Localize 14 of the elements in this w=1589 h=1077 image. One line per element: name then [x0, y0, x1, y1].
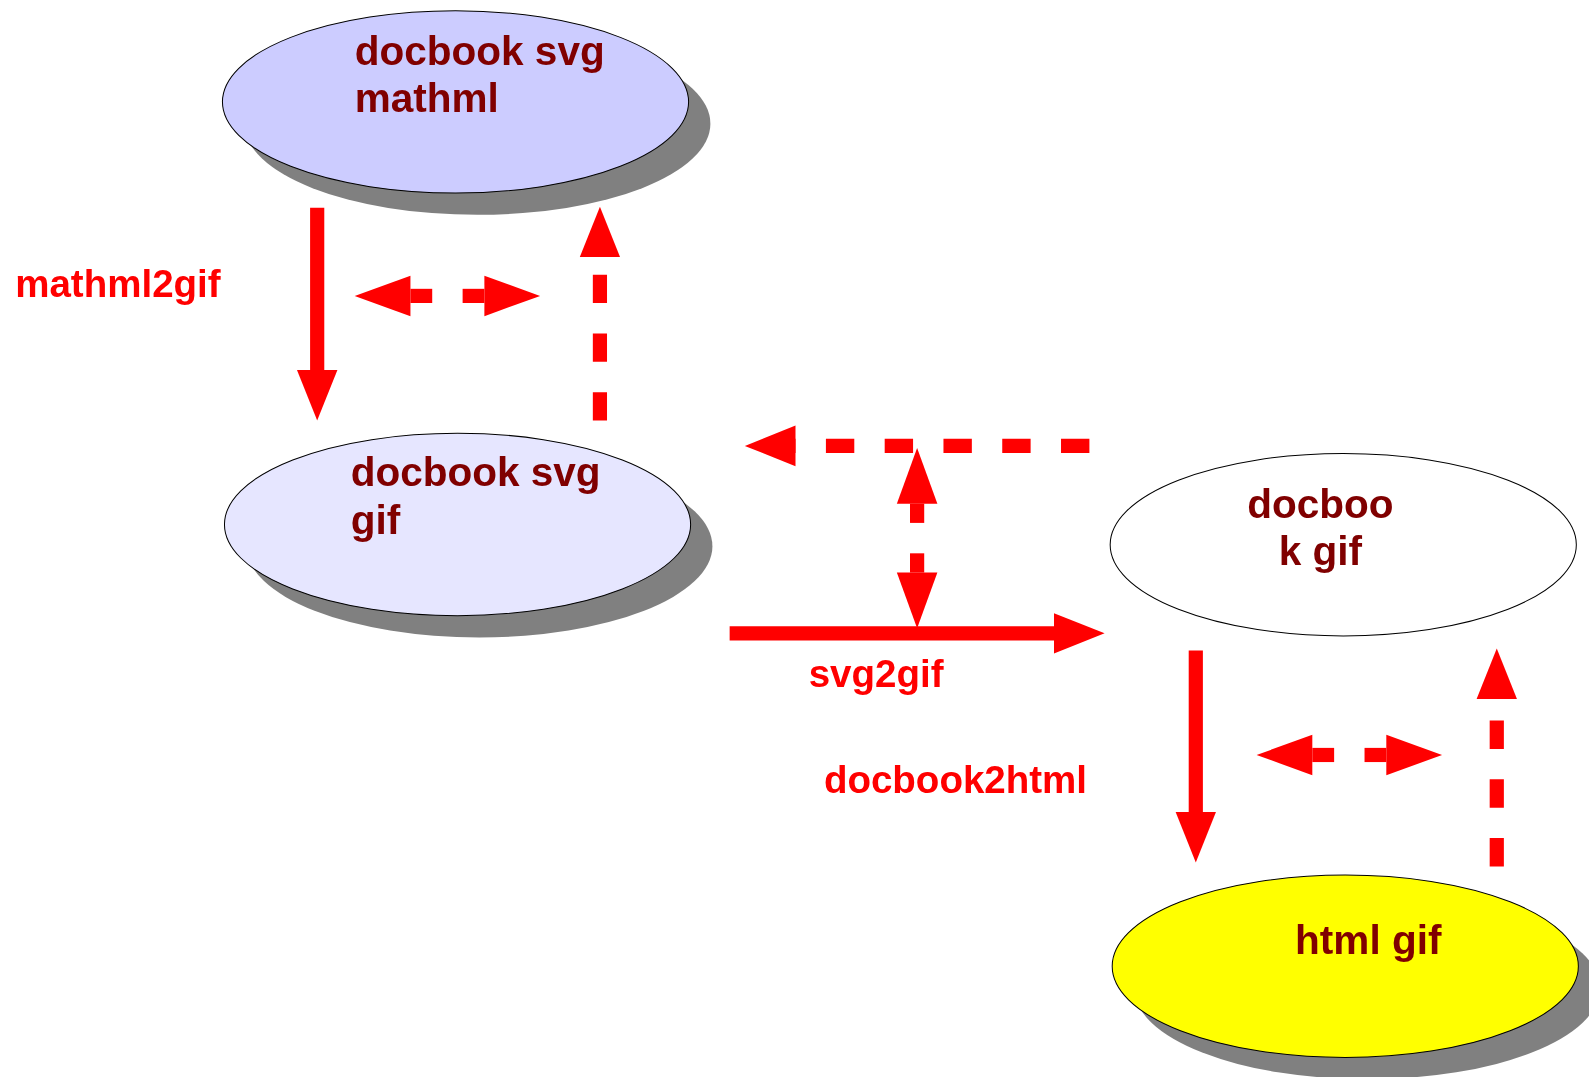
arrow: [1175, 650, 1217, 863]
arrow: [296, 207, 338, 421]
arrow: [729, 613, 1105, 654]
node-label: docboo k gif: [1246, 480, 1395, 576]
arrow: [1476, 648, 1518, 867]
ellipse-node: [1109, 453, 1577, 637]
ellipse-node: [221, 10, 712, 216]
arrow: [579, 206, 621, 421]
arrow: [744, 425, 1090, 467]
node-label: html gif: [1295, 916, 1443, 964]
ellipse-node: [223, 432, 714, 639]
ellipse-node: [1111, 874, 1589, 1077]
node-label: docbook svg gif: [350, 448, 602, 545]
node-label: docbook svg mathml: [354, 27, 606, 123]
